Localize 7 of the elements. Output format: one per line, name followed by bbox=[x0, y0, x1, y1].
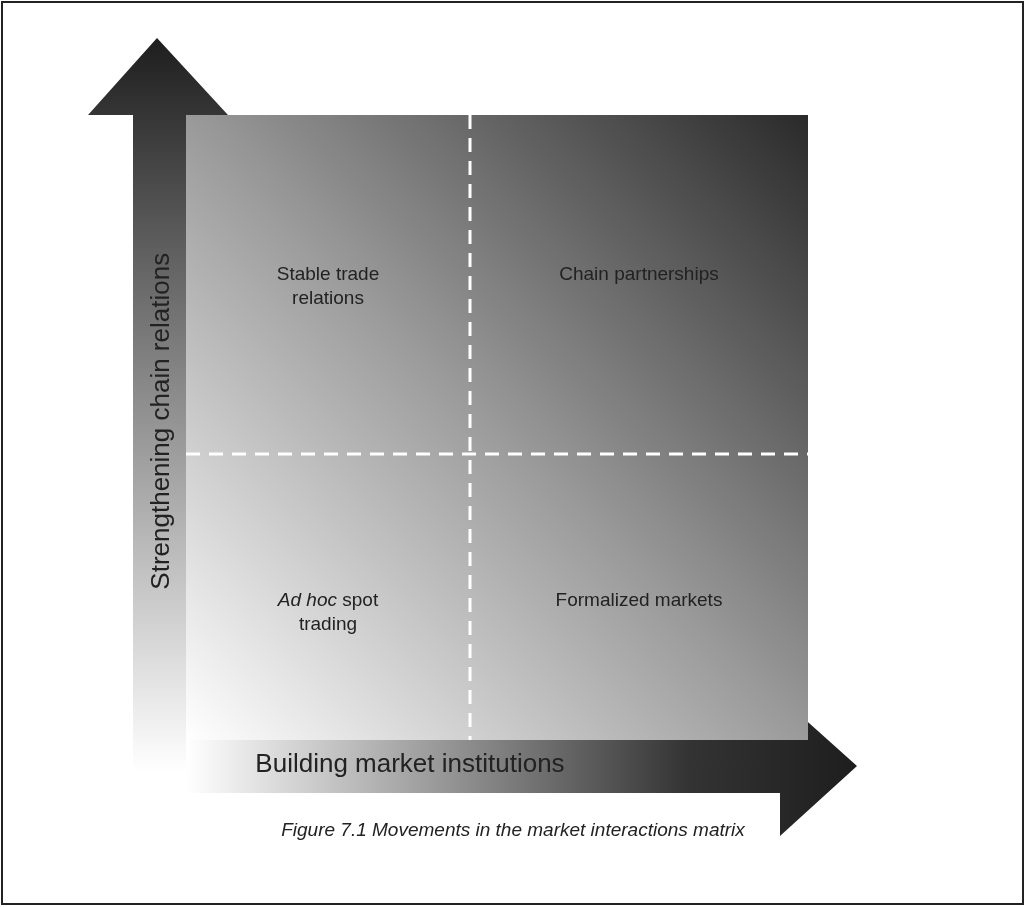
quadrant-label: Stable trade relations bbox=[275, 262, 381, 310]
quadrant-label: Formalized markets bbox=[554, 588, 724, 612]
figure-caption: Figure 7.1 Movements in the market interactions matrix bbox=[280, 818, 746, 842]
quadrant-label: Chain partnerships bbox=[558, 262, 720, 286]
quadrant-label: Ad hoc spot trading bbox=[276, 588, 380, 636]
axis-label: Strengthening chain relations bbox=[143, 251, 176, 592]
axis-label: Building market institutions bbox=[254, 747, 566, 780]
